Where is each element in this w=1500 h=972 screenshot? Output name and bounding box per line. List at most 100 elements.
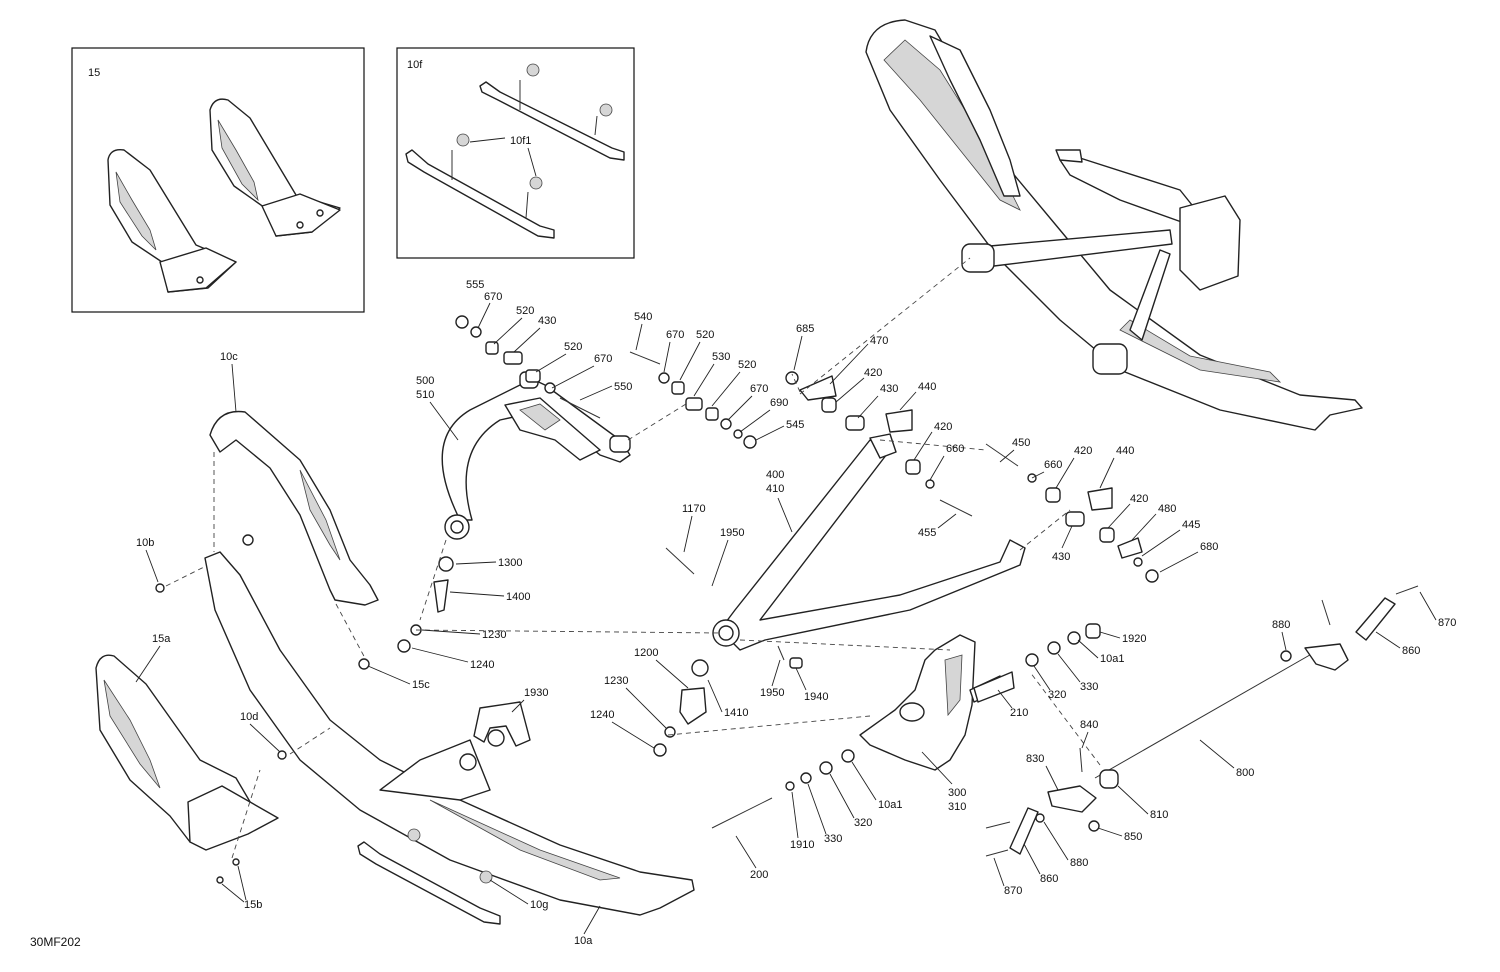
- callout-430: 430: [880, 383, 898, 395]
- callout-440: 440: [918, 381, 936, 393]
- lower-a-arm-illustration: [712, 433, 1026, 651]
- runner-upper-illustration: [479, 63, 625, 161]
- callout-860: 860: [1402, 645, 1420, 657]
- callout-520: 520: [696, 329, 714, 341]
- callout-800: 800: [1236, 767, 1254, 779]
- ski-skin-15a-illustration: [95, 654, 279, 851]
- svg-text:15: 15: [88, 67, 100, 79]
- callout-450: 450: [1012, 437, 1030, 449]
- callout-330: 330: [1080, 681, 1098, 693]
- callout-320: 320: [854, 817, 872, 829]
- callout-810: 810: [1150, 809, 1168, 821]
- runner-10g-illustration: [357, 828, 501, 925]
- callout-445: 445: [1182, 519, 1200, 531]
- callout-1230: 1230: [482, 629, 506, 641]
- callout-520: 520: [516, 305, 534, 317]
- callout-1410: 1410: [724, 707, 748, 719]
- callout-690: 690: [770, 397, 788, 409]
- callout-210: 210: [1010, 707, 1028, 719]
- callout-300: 300: [948, 787, 966, 799]
- callout-330: 330: [824, 833, 842, 845]
- callout-10b: 10b: [136, 537, 154, 549]
- svg-text:10f: 10f: [407, 59, 423, 71]
- callout-1940: 1940: [804, 691, 828, 703]
- callout-860: 860: [1040, 873, 1058, 885]
- callout-10g: 10g: [530, 899, 548, 911]
- callout-530: 530: [712, 351, 730, 363]
- callout-870: 870: [1438, 617, 1456, 629]
- spindle-illustration: [859, 634, 1003, 771]
- callout-685: 685: [796, 323, 814, 335]
- callout-310: 310: [948, 801, 966, 813]
- callout-10d: 10d: [240, 711, 258, 723]
- callout-1950: 1950: [720, 527, 744, 539]
- callout-660: 660: [1044, 459, 1062, 471]
- svg-text:10f1: 10f1: [510, 135, 531, 147]
- callout-1230: 1230: [604, 675, 628, 687]
- callout-455: 455: [918, 527, 936, 539]
- callout-labels: 555 670 520 430 520 670 550 500 510 540 …: [135, 279, 1456, 947]
- callout-830: 830: [1026, 753, 1044, 765]
- callout-870: 870: [1004, 885, 1022, 897]
- callout-15b: 15b: [244, 899, 262, 911]
- steering-rod-illustration: [1094, 597, 1396, 789]
- runner-lower-illustration: [405, 133, 555, 239]
- callout-670: 670: [594, 353, 612, 365]
- callout-670: 670: [750, 383, 768, 395]
- callout-1240: 1240: [470, 659, 494, 671]
- callout-670: 670: [666, 329, 684, 341]
- callout-1920: 1920: [1122, 633, 1146, 645]
- callout-10a1: 10a1: [1100, 653, 1124, 665]
- callout-840: 840: [1080, 719, 1098, 731]
- figure-id: 30MF202: [30, 935, 81, 949]
- callout-1300: 1300: [498, 557, 522, 569]
- callout-850: 850: [1124, 831, 1142, 843]
- callout-540: 540: [634, 311, 652, 323]
- callout-320: 320: [1048, 689, 1066, 701]
- ski-illustration: [204, 551, 695, 916]
- callout-430: 430: [1052, 551, 1070, 563]
- inset-15: 15: [71, 47, 365, 313]
- callout-555: 555: [466, 279, 484, 291]
- callout-10c: 10c: [220, 351, 238, 363]
- callout-10a: 10a: [574, 935, 593, 947]
- callout-200: 200: [750, 869, 768, 881]
- callout-1930: 1930: [524, 687, 548, 699]
- callout-500: 500: [416, 375, 434, 387]
- callout-880: 880: [1272, 619, 1290, 631]
- inset-10f: 10f 10f1: [396, 47, 635, 259]
- callout-660: 660: [946, 443, 964, 455]
- callout-520: 520: [738, 359, 756, 371]
- callout-510: 510: [416, 389, 434, 401]
- callout-15c: 15c: [412, 679, 430, 691]
- ski-skin-right-illustration: [209, 98, 341, 237]
- callout-1240: 1240: [590, 709, 614, 721]
- callout-480: 480: [1158, 503, 1176, 515]
- ski-leg-illustration: [209, 410, 379, 606]
- callout-15a: 15a: [152, 633, 171, 645]
- callout-670: 670: [484, 291, 502, 303]
- callout-420: 420: [864, 367, 882, 379]
- hardware-illustrations: [155, 315, 1419, 884]
- callout-1170: 1170: [682, 503, 706, 515]
- callout-1200: 1200: [634, 647, 658, 659]
- callout-680: 680: [1200, 541, 1218, 553]
- callout-1400: 1400: [506, 591, 530, 603]
- callout-1910: 1910: [790, 839, 814, 851]
- tie-rod-end-illustration: [1009, 785, 1097, 855]
- assembled-ski-illustration: [865, 19, 1363, 431]
- callout-10a1: 10a1: [878, 799, 902, 811]
- callout-400: 400: [766, 469, 784, 481]
- callout-420: 420: [1074, 445, 1092, 457]
- ski-skin-left-illustration: [107, 149, 237, 293]
- callout-430: 430: [538, 315, 556, 327]
- callout-880: 880: [1070, 857, 1088, 869]
- callout-545: 545: [786, 419, 804, 431]
- assembly-dashed-lines: [165, 257, 1101, 859]
- callout-470: 470: [870, 335, 888, 347]
- callout-1950: 1950: [760, 687, 784, 699]
- callout-420: 420: [1130, 493, 1148, 505]
- callout-550: 550: [614, 381, 632, 393]
- callout-410: 410: [766, 483, 784, 495]
